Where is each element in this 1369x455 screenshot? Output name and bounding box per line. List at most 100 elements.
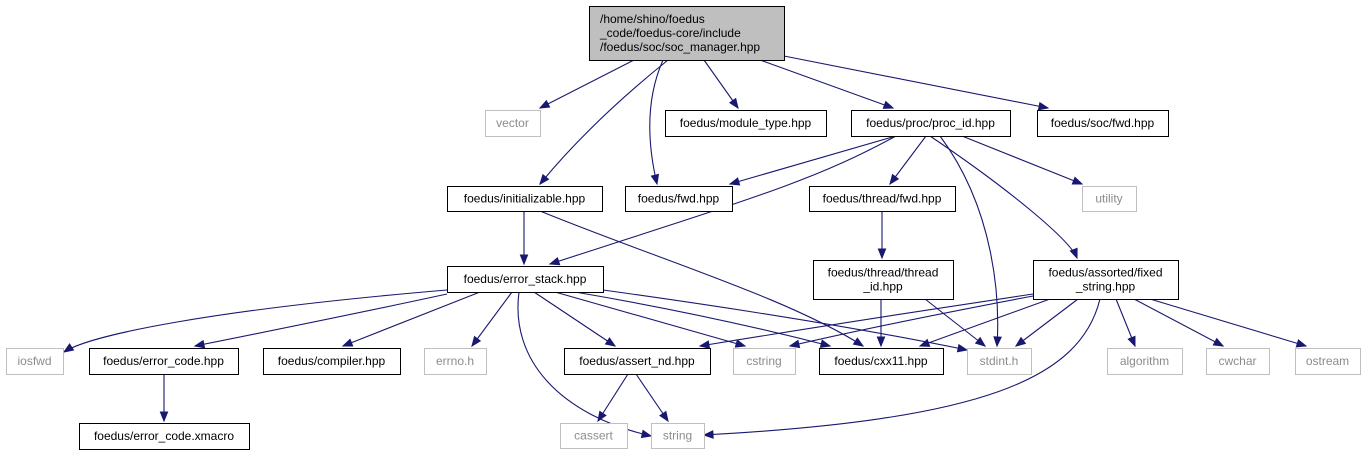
node-assert_nd[interactable]: foedus/assert_nd.hpp <box>564 348 711 375</box>
arrow-head <box>1071 176 1084 185</box>
node-errno: errno.h <box>424 348 487 375</box>
edge-line <box>783 55 1049 109</box>
node-label: cwchar <box>1218 354 1256 368</box>
edge-line <box>549 135 897 265</box>
node-stdint: stdint.h <box>967 348 1032 375</box>
edge-line <box>471 291 513 347</box>
node-box <box>665 110 827 137</box>
node-label: foedus/assert_nd.hpp <box>579 354 695 368</box>
edge-line <box>759 59 894 109</box>
node-label: _string.hpp <box>1075 280 1136 294</box>
edge-fixed_string-to-stdint <box>1014 298 1079 347</box>
arrow-head <box>539 173 550 186</box>
node-cassert: cassert <box>560 423 628 449</box>
arrow-head <box>159 411 169 423</box>
node-soc_fwd[interactable]: foedus/soc/fwd.hpp <box>1037 110 1169 137</box>
edge-line <box>539 59 635 109</box>
node-label: foedus/error_code.xmacro <box>94 429 234 443</box>
node-initializable[interactable]: foedus/initializable.hpp <box>447 186 603 212</box>
edge-proc_id-to-thread_fwd <box>889 135 927 186</box>
edge-thread_fwd-to-thread_id <box>877 211 887 260</box>
edge-line <box>889 135 927 185</box>
node-label: foedus/thread/fwd.hpp <box>823 192 942 206</box>
edges-layer <box>62 55 1308 439</box>
node-label: /home/shino/foedus <box>600 12 705 26</box>
arrow-head <box>728 177 741 186</box>
node-box <box>447 186 603 212</box>
arrow-head <box>471 335 482 348</box>
edge-line <box>919 298 1051 347</box>
edge-line <box>649 59 664 185</box>
node-label: foedus/soc/fwd.hpp <box>1051 116 1155 130</box>
edge-line <box>699 293 1034 347</box>
edge-fixed_string-to-cxx11 <box>918 298 1051 347</box>
arrow-head <box>193 339 206 349</box>
nodes-layer: /home/shino/foedus_code/foedus-core/incl… <box>6 6 1361 450</box>
node-box <box>485 110 541 137</box>
node-box <box>1082 186 1137 212</box>
edge-assert_nd-to-string <box>635 373 669 423</box>
node-label: foedus/assorted/fixed <box>1048 266 1162 280</box>
node-box <box>967 348 1032 375</box>
node-box <box>263 348 401 375</box>
node-label: foedus/thread/thread <box>828 266 939 280</box>
edge-line <box>939 135 999 347</box>
node-cxx11[interactable]: foedus/cxx11.hpp <box>819 348 944 375</box>
edge-line <box>961 135 1083 185</box>
node-error_code[interactable]: foedus/error_code.hpp <box>89 348 239 375</box>
node-box <box>819 348 944 375</box>
node-box <box>589 6 785 61</box>
edge-initializable-to-cxx11 <box>539 210 865 347</box>
node-label: foedus/error_stack.hpp <box>464 272 587 286</box>
arrow-head <box>604 337 617 347</box>
arrow-head <box>1212 337 1225 347</box>
arrow-head <box>918 338 931 347</box>
node-fixed_string[interactable]: foedus/assorted/fixed_string.hpp <box>1033 260 1179 300</box>
node-label: foedus/proc/proc_id.hpp <box>866 116 995 130</box>
node-error_stack[interactable]: foedus/error_stack.hpp <box>447 266 604 293</box>
arrow-head <box>993 336 1002 348</box>
edge-fixed_string-to-cstring <box>788 295 1034 349</box>
edge-fixed_string-to-algorithm <box>1115 298 1136 348</box>
edge-fixed_string-to-assert_nd <box>698 293 1034 349</box>
edge-line <box>539 210 864 347</box>
node-thread_id[interactable]: foedus/thread/thread_id.hpp <box>813 260 954 300</box>
node-label: /foedus/soc/soc_manager.hpp <box>600 40 760 54</box>
node-error_code_xmacro[interactable]: foedus/error_code.xmacro <box>79 423 250 450</box>
node-box <box>1033 260 1179 300</box>
node-proc_id[interactable]: foedus/proc/proc_id.hpp <box>851 110 1011 137</box>
node-label: cassert <box>574 429 613 443</box>
edge-line <box>63 289 448 353</box>
node-label: _code/foedus-core/include <box>599 26 741 40</box>
node-label: _id.hpp <box>862 280 903 294</box>
arrow-head <box>62 343 75 353</box>
edge-line <box>574 291 831 347</box>
edge-thread_id-to-stdint <box>924 298 987 347</box>
edge-line <box>194 293 448 347</box>
node-thread_fwd[interactable]: foedus/thread/fwd.hpp <box>809 186 956 212</box>
node-box <box>1107 348 1183 375</box>
node-box <box>651 423 705 449</box>
node-module_type[interactable]: foedus/module_type.hpp <box>665 110 827 137</box>
node-label: foedus/cxx11.hpp <box>834 354 928 368</box>
edge-fixed_string-to-cwchar <box>1133 298 1225 347</box>
edge-error_stack-to-cstring <box>554 291 747 348</box>
arrow-head <box>538 99 551 109</box>
node-box <box>813 260 954 300</box>
node-box <box>1295 348 1361 375</box>
node-compiler[interactable]: foedus/compiler.hpp <box>263 348 401 375</box>
node-root[interactable]: /home/shino/foedus_code/foedus-core/incl… <box>589 6 785 61</box>
edge-line <box>554 291 746 347</box>
edge-root-to-soc_fwd <box>783 55 1050 111</box>
edge-assert_nd-to-cassert <box>597 373 629 423</box>
edge-root-to-proc_id <box>759 59 895 109</box>
edge-proc_id-to-utility <box>961 135 1084 185</box>
arrow-head <box>956 343 969 353</box>
node-label: utility <box>1095 192 1122 206</box>
node-ostream: ostream <box>1295 348 1361 375</box>
arrow-head <box>1295 339 1308 348</box>
node-fwd[interactable]: foedus/fwd.hpp <box>625 186 733 212</box>
arrow-head <box>341 338 354 347</box>
node-label: iosfwd <box>17 354 51 368</box>
